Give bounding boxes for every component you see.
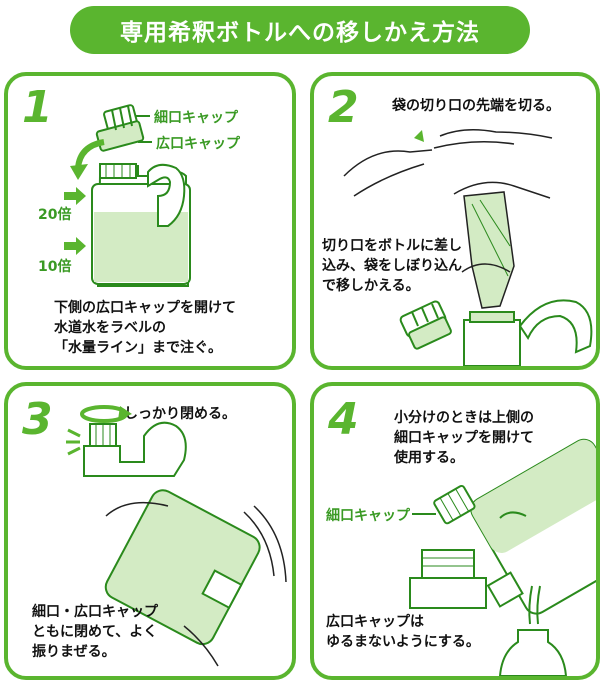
step-4-small-cap-label: 細口キャップ xyxy=(326,508,410,524)
step-2-instruction: 切り口をボトルに差し 込み、袋をしぼり込ん で移しかえる。 xyxy=(322,236,462,296)
shake-diagram xyxy=(66,405,287,667)
step-4-note: 広口キャップは ゆるまないようにする。 xyxy=(326,612,480,652)
instruction-line: 水道水をラベルの xyxy=(54,320,166,336)
instruction-line: 細口・広口キャップ xyxy=(32,604,158,620)
instruction-line: で移しかえる。 xyxy=(322,278,420,294)
instruction-line: 切り口をボトルに差し xyxy=(322,238,462,254)
step-1-number: 1 xyxy=(22,82,53,133)
step-1-panel: 1 細口キャップ 広口キャップ 20倍 10倍 下側の広口キャップを開けて 水道… xyxy=(4,72,296,370)
instruction-line: 細口キャップを開けて xyxy=(394,430,534,446)
step-4-panel: 4 小分けのときは上側の 細口キャップを開けて 使用する。 細口キャップ 広口キ… xyxy=(310,382,600,680)
instruction-line: ともに閉めて、よく xyxy=(32,624,158,640)
small-cap-label: 細口キャップ xyxy=(154,110,238,126)
level-20x-label: 20倍 xyxy=(38,207,72,223)
note-line: ゆるまないようにする。 xyxy=(326,634,480,650)
pour-diagram xyxy=(409,438,596,676)
step-3-number: 3 xyxy=(22,394,53,445)
cut-instruction: 袋の切り口の先端を切る。 xyxy=(392,98,560,114)
bottle-diagram-1 xyxy=(64,104,191,287)
wide-cap-label: 広口キャップ xyxy=(156,136,240,152)
instruction-line: 込み、袋をしぼり込ん xyxy=(322,258,462,274)
step-2-number: 2 xyxy=(328,82,359,133)
instruction-line: 下側の広口キャップを開けて xyxy=(54,300,236,316)
note-line: 広口キャップは xyxy=(326,614,424,630)
step-4-instruction: 小分けのときは上側の 細口キャップを開けて 使用する。 xyxy=(394,408,534,468)
pouch-diagram xyxy=(343,129,593,366)
page-title-banner: 専用希釈ボトルへの移しかえ方法 xyxy=(70,6,530,54)
instruction-line: 振りまぜる。 xyxy=(32,644,116,660)
instruction-line: 「水量ライン」まで注ぐ。 xyxy=(54,340,222,356)
close-instruction: しっかり閉める。 xyxy=(124,406,236,422)
page-title: 専用希釈ボトルへの移しかえ方法 xyxy=(120,20,480,46)
level-10x-label: 10倍 xyxy=(38,259,72,275)
step-2-panel: 2 袋の切り口の先端を切る。 切り口をボトルに差し 込み、袋をしぼり込ん で移し… xyxy=(310,72,600,370)
instruction-line: 小分けのときは上側の xyxy=(394,410,534,426)
step-3-panel: 3 しっかり閉める。 細口・広口キャップ ともに閉めて、よく 振りまぜる。 xyxy=(4,382,296,680)
step-4-number: 4 xyxy=(328,394,359,445)
step-1-instruction: 下側の広口キャップを開けて 水道水をラベルの 「水量ライン」まで注ぐ。 xyxy=(54,298,236,358)
step-3-instruction: 細口・広口キャップ ともに閉めて、よく 振りまぜる。 xyxy=(32,602,158,662)
instruction-line: 使用する。 xyxy=(394,450,464,466)
